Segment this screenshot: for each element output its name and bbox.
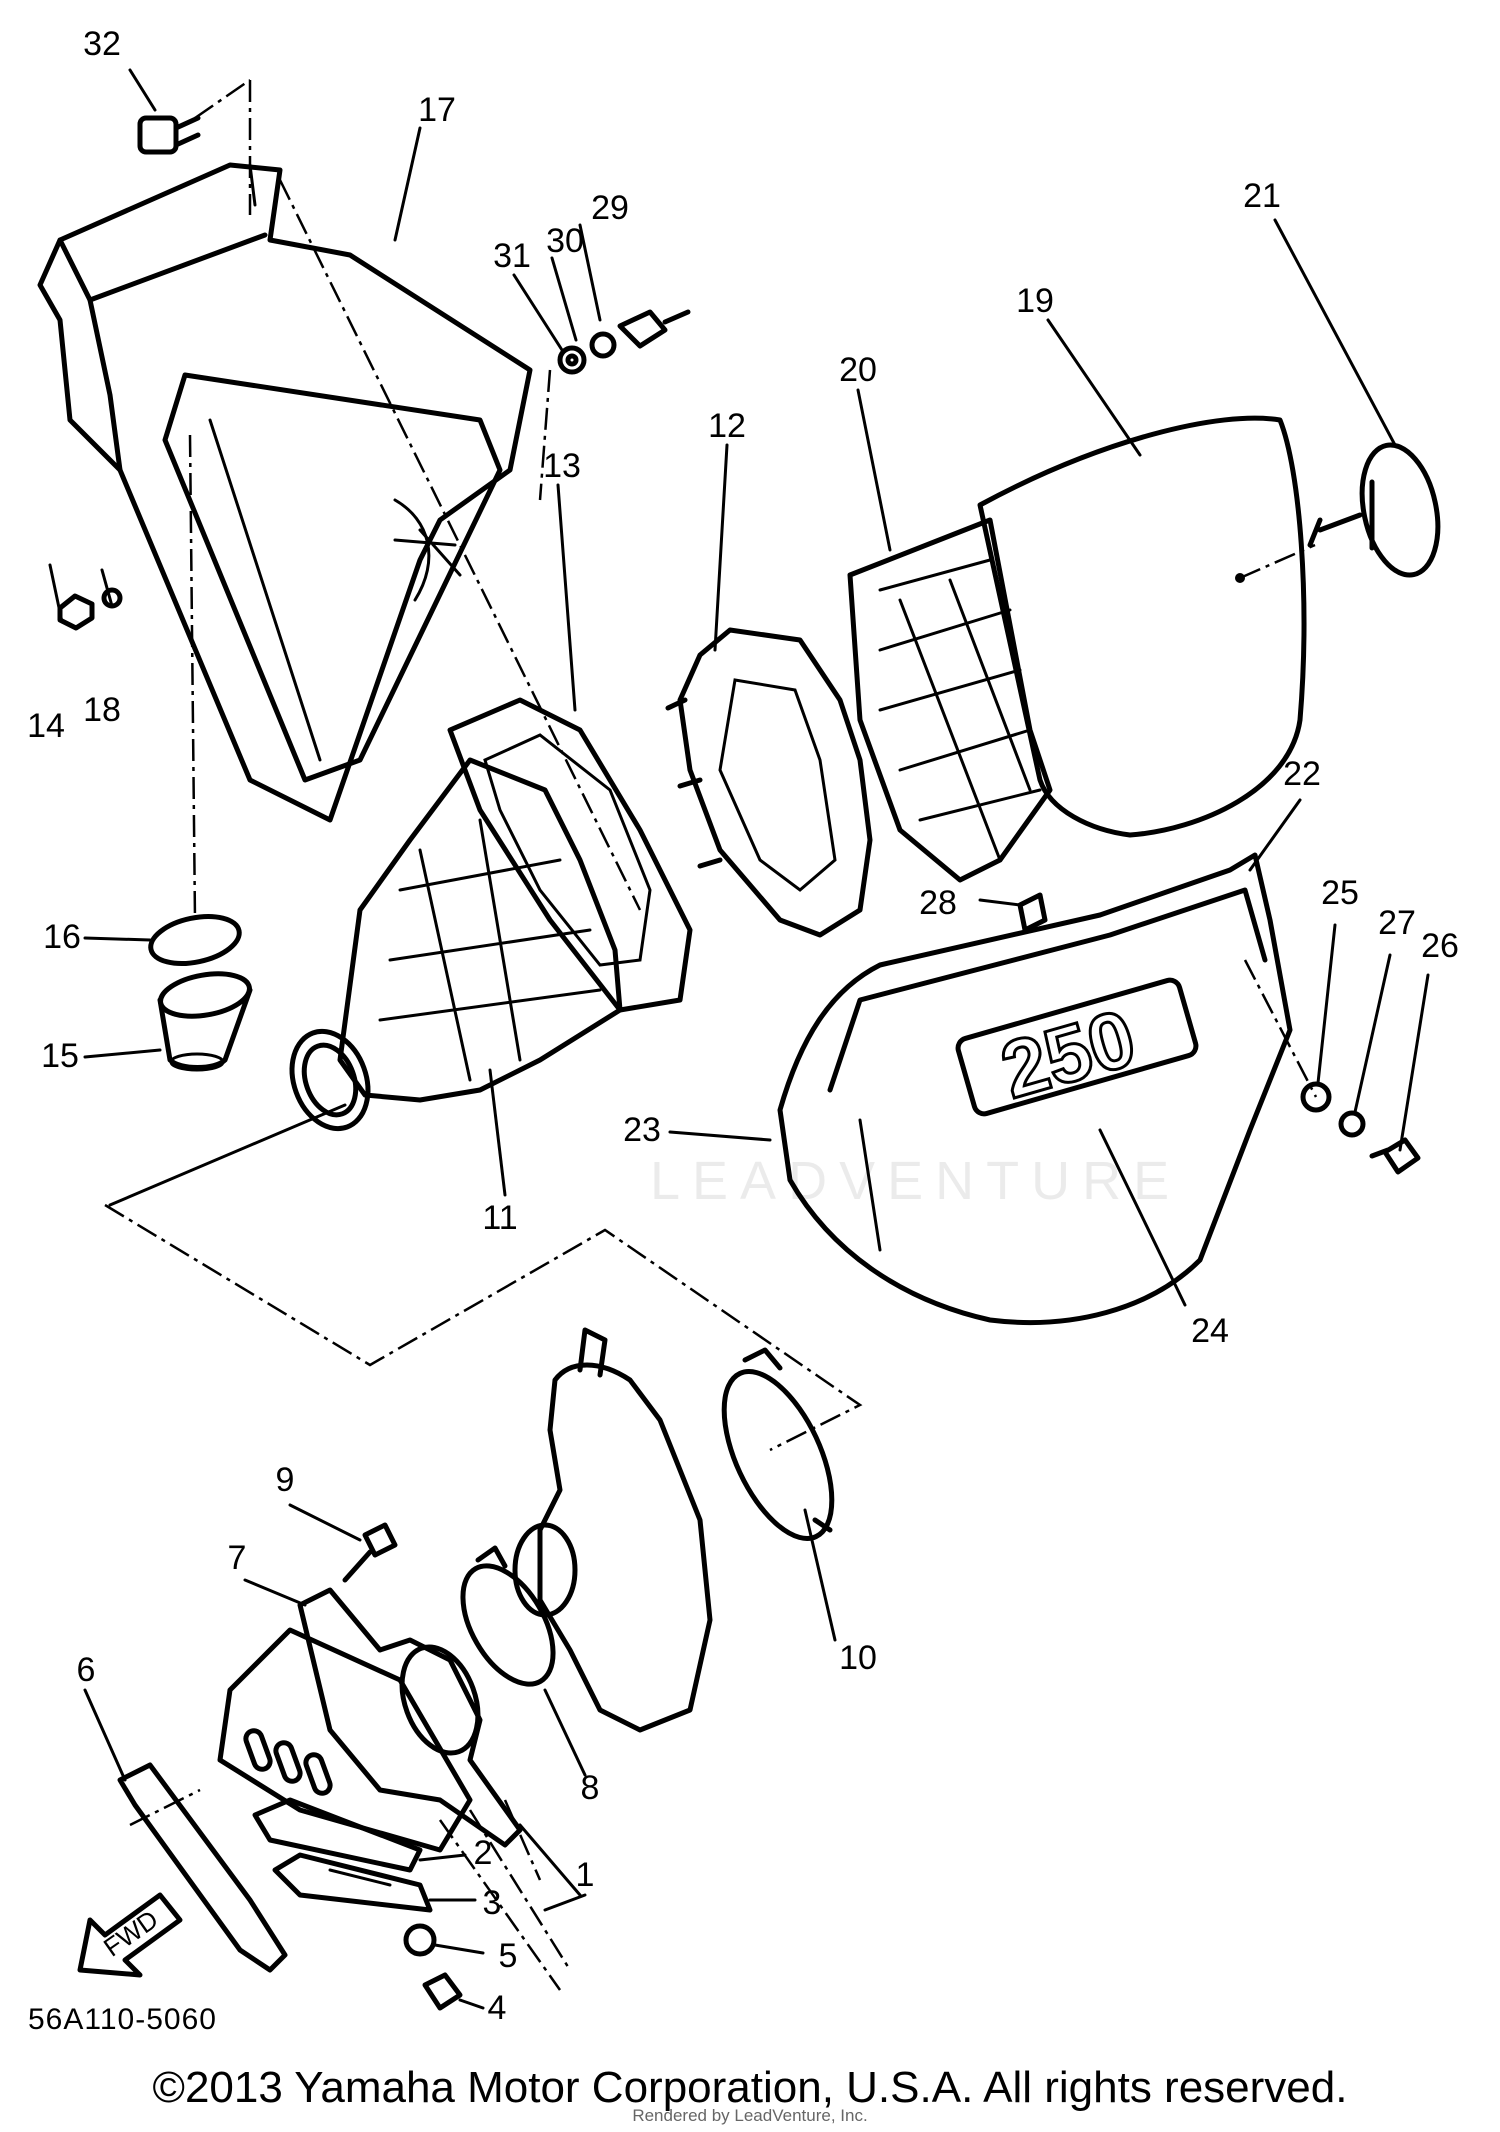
part-gasket-6 (117, 1762, 288, 1973)
callout-29: 29 (591, 189, 629, 227)
callout-1: 1 (576, 1856, 595, 1894)
part-cover-fasteners-25-27 (1300, 1081, 1421, 1175)
part-filter-guide-20 (847, 517, 1053, 883)
callout-14: 14 (27, 707, 65, 745)
callout-11: 11 (482, 1199, 517, 1237)
callout-30: 30 (546, 222, 584, 260)
callout-20: 20 (839, 351, 877, 389)
assembly-lines (104, 78, 1318, 1991)
callout-15: 15 (41, 1037, 79, 1075)
callout-3: 3 (483, 1884, 502, 1922)
part-plate-12 (665, 627, 873, 938)
callout-25: 25 (1321, 874, 1359, 912)
leader-lines (48, 68, 1430, 2010)
part-side-cover-22-23: 250 (777, 852, 1293, 1325)
callout-9: 9 (276, 1461, 295, 1499)
callout-27: 27 (1378, 904, 1416, 942)
part-breather-28 (1017, 892, 1048, 933)
part-filter-element-19 (977, 415, 1307, 838)
part-bolt-9 (342, 1522, 398, 1583)
cover-badge-250: 250 (992, 993, 1145, 1115)
part-carburetor (512, 1327, 713, 1733)
callout-32: 32 (83, 25, 121, 63)
fwd-arrow-icon: FWD (77, 1892, 183, 1978)
callout-7: 7 (228, 1539, 247, 1577)
callout-21: 21 (1243, 177, 1281, 215)
part-air-box (37, 162, 533, 823)
callout-18: 18 (83, 691, 121, 729)
diagram-code: 56A110-5060 (28, 2003, 217, 2036)
callout-19: 19 (1016, 282, 1054, 320)
part-bolt-32 (137, 115, 201, 155)
part-nut-washer-14-18 (57, 587, 123, 631)
callout-8: 8 (581, 1769, 600, 1807)
callout-5: 5 (499, 1937, 518, 1975)
callout-22: 22 (1283, 755, 1321, 793)
callout-2: 2 (474, 1834, 493, 1872)
watermark: LEADVENTURE (650, 1151, 1182, 1211)
part-reed-valve-body (217, 1627, 473, 1853)
callout-23: 23 (623, 1111, 661, 1149)
part-fasteners-29-31 (557, 309, 691, 375)
callout-6: 6 (77, 1651, 96, 1689)
part-wing-bolt-21 (1307, 442, 1441, 578)
part-joint-15 (157, 971, 253, 1072)
part-manifold-7 (297, 1587, 523, 1848)
part-oring-16 (148, 914, 242, 966)
callout-4: 4 (488, 1989, 507, 2027)
callout-10: 10 (839, 1639, 877, 1677)
part-band-10 (721, 1347, 835, 1541)
callout-17: 17 (418, 91, 456, 129)
callout-31: 31 (493, 237, 531, 275)
part-reed-stopper-2-3 (252, 1797, 433, 1913)
part-intake-boot-11 (108, 757, 623, 1207)
copyright-notice: ©2013 Yamaha Motor Corporation, U.S.A. A… (152, 2063, 1348, 2112)
part-band-8 (460, 1545, 556, 1687)
callout-12: 12 (708, 407, 746, 445)
callout-28: 28 (919, 884, 957, 922)
part-washer-screw-5-4 (403, 1923, 463, 2011)
callout-16: 16 (43, 918, 81, 956)
callout-13: 13 (543, 447, 581, 485)
rendered-by-credit: Rendered by LeadVenture, Inc. (632, 2106, 868, 2125)
callout-26: 26 (1421, 927, 1459, 965)
callout-labels: 32 17 29 30 31 21 19 20 12 13 14 18 22 2… (27, 25, 1459, 2027)
callout-24: 24 (1191, 1312, 1229, 1350)
